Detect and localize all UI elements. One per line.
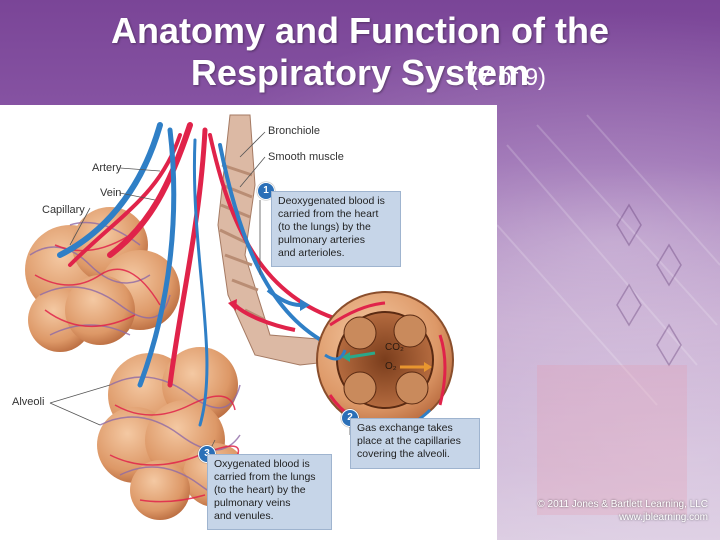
label-alveoli: Alveoli [12, 396, 45, 408]
label-artery: Artery [92, 162, 122, 174]
title-text: Anatomy and Function of the Respiratory … [111, 10, 609, 93]
label-co2: CO₂ [385, 342, 404, 353]
step-2-callout: Gas exchange takes place at the capillar… [350, 418, 480, 469]
oxygenated-flow-arrow [233, 303, 296, 332]
step-1-callout: Deoxygenated blood is carried from the h… [271, 191, 401, 267]
step-3-callout: Oxygenated blood is carried from the lun… [207, 454, 332, 530]
label-capillary: Capillary [42, 204, 85, 216]
slide-title: Anatomy and Function of the Respiratory … [0, 10, 720, 94]
alveoli-cluster-upper [25, 207, 180, 352]
label-o2: O₂ [385, 361, 397, 372]
background-decoration [497, 114, 720, 515]
alveolus-cross-section [316, 291, 454, 429]
label-smooth-muscle: Smooth muscle [268, 151, 344, 163]
title-counter: (7 of 9) [470, 64, 547, 91]
label-vein: Vein [100, 187, 122, 199]
deoxygenated-flow-arrow [266, 288, 301, 307]
respiratory-figure: Bronchiole Smooth muscle Artery Vein Cap… [0, 105, 497, 540]
label-bronchiole: Bronchiole [268, 125, 320, 137]
copyright-notice: © 2011 Jones & Bartlett Learning, LLC ww… [537, 499, 708, 523]
